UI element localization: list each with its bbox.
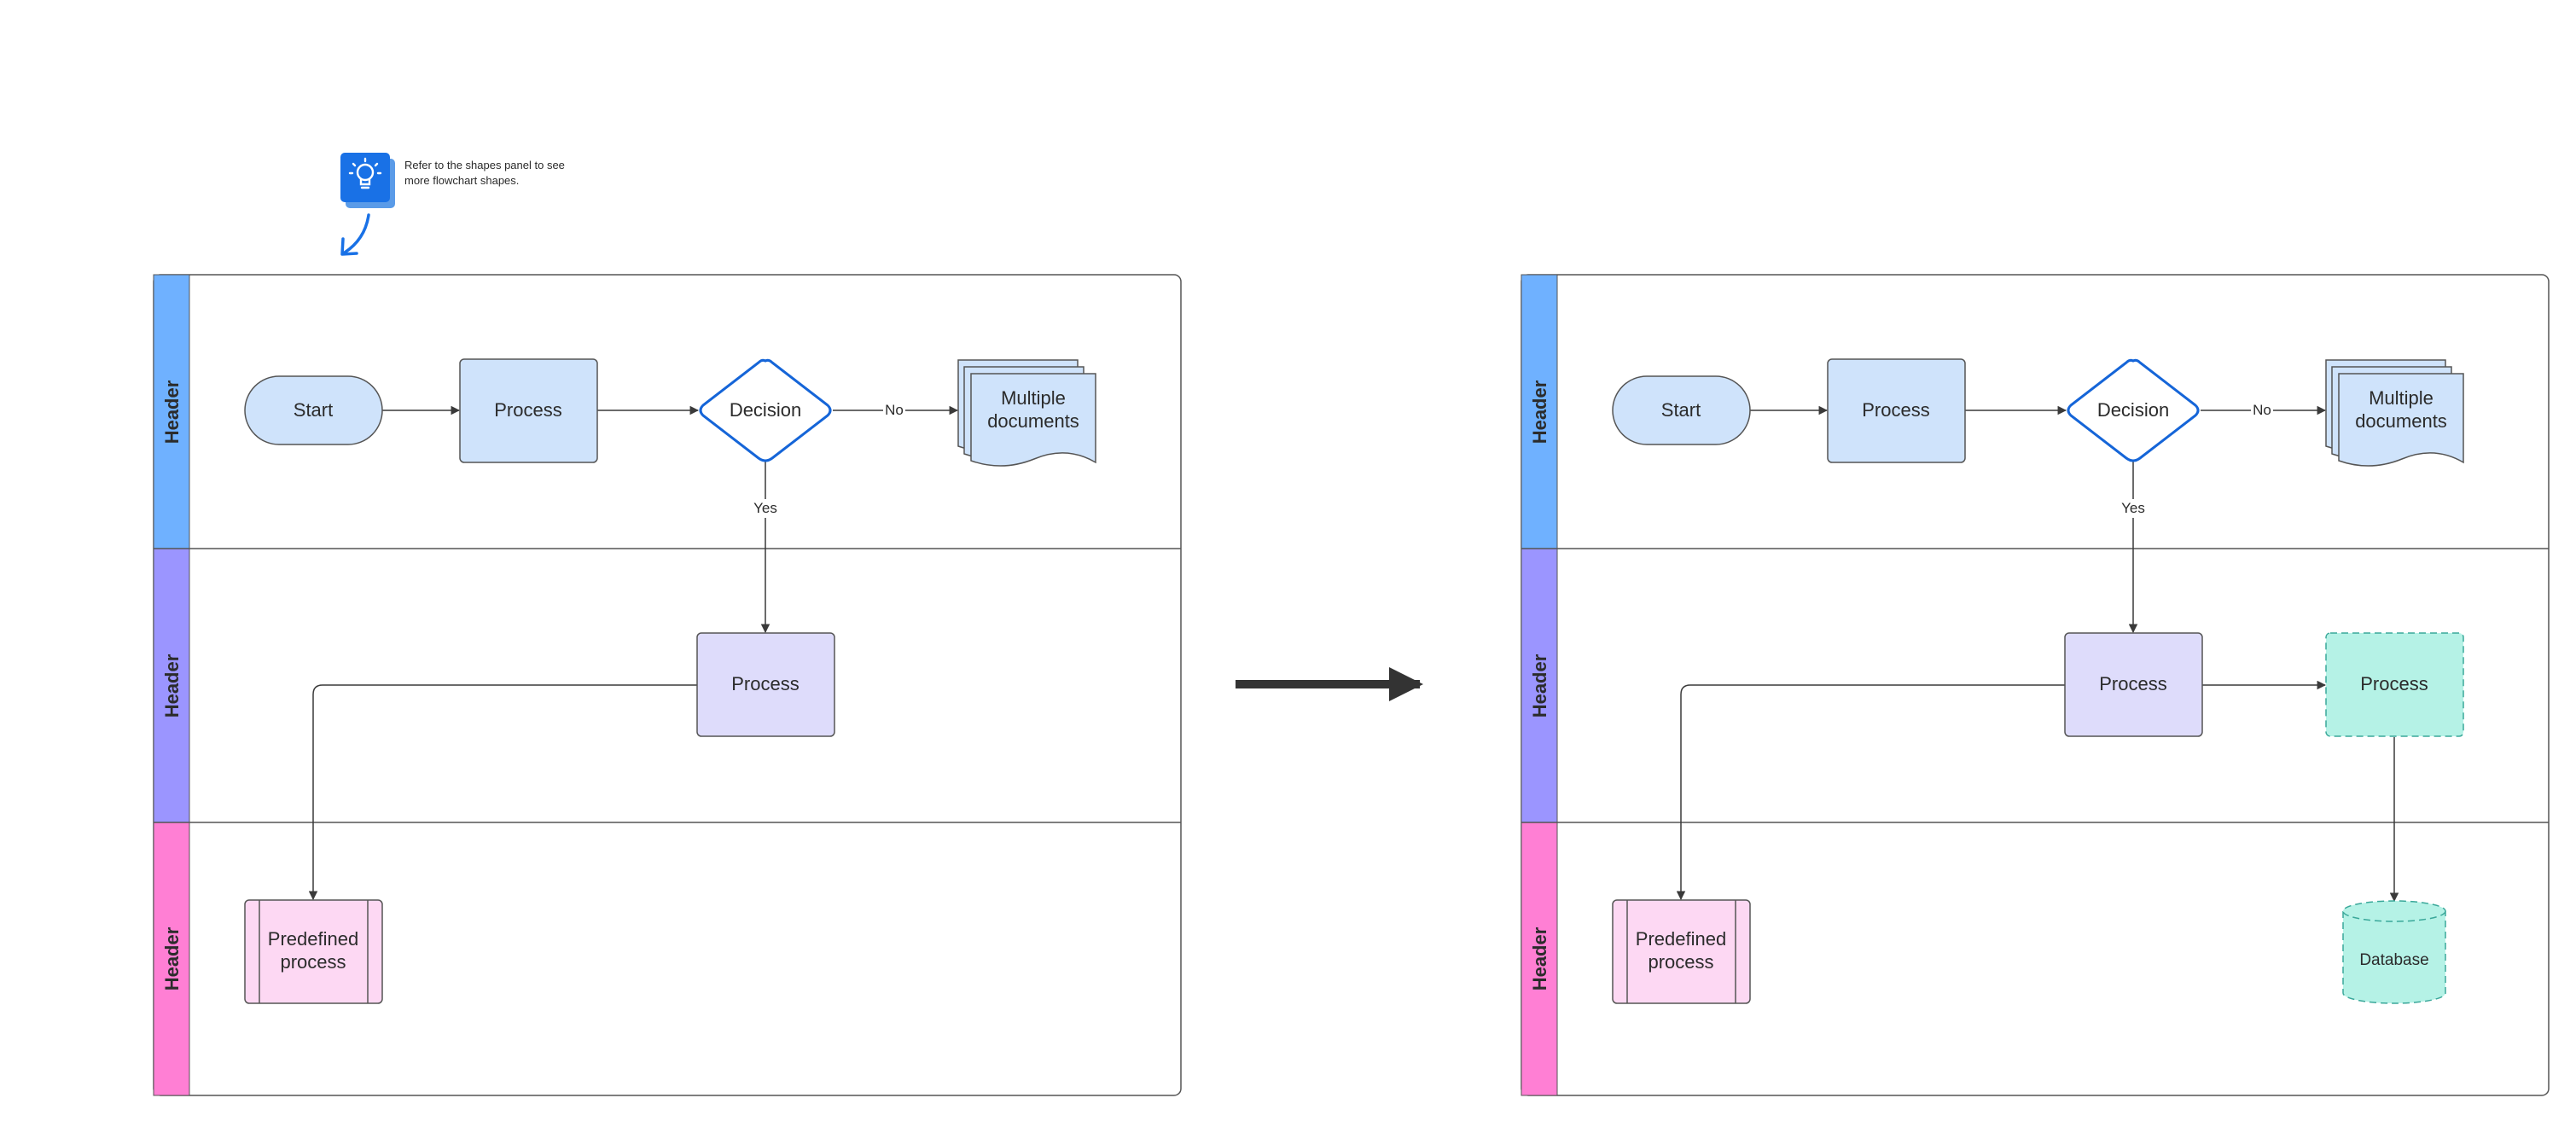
lightbulb-glyph: [348, 157, 382, 189]
lane-1-header-bar[interactable]: [153, 274, 190, 549]
process-label: Process: [1862, 399, 1929, 421]
process-box[interactable]: [696, 632, 835, 737]
before-diagram: Header Header Header No Yes Start Proces…: [153, 274, 1182, 1096]
predefined-label-line2: process: [280, 951, 346, 973]
no-label-bg: [2251, 401, 2273, 418]
tip-pointer-arrowhead: [340, 237, 358, 256]
no-label: No: [885, 402, 904, 418]
new-process-label: Process: [2360, 673, 2428, 694]
decision-diamond[interactable]: [699, 358, 832, 462]
decision-label: Decision: [2097, 399, 2169, 421]
process-label: Process: [731, 673, 799, 694]
predefined-process-shape[interactable]: [244, 899, 383, 1004]
yes-label: Yes: [753, 500, 777, 516]
yes-label-bg: [751, 499, 780, 518]
lane-1-header-label: Header: [1529, 380, 1550, 444]
tip-pointer-arrow: [343, 213, 370, 254]
lane-2-header-label: Header: [1529, 654, 1550, 717]
multiple-documents-shape[interactable]: [2325, 359, 2464, 467]
lane-1-header-bar[interactable]: [1521, 274, 1558, 549]
tip-text-line2: more flowchart shapes.: [404, 174, 519, 187]
predefined-label-line1: Predefined: [268, 928, 358, 950]
predefined-process-shape[interactable]: [1612, 899, 1751, 1004]
process-label: Process: [2099, 673, 2166, 694]
lane-2-header-bar[interactable]: [1521, 548, 1558, 823]
lightbulb-icon: [340, 153, 390, 202]
no-label-bg: [883, 401, 905, 418]
documents-label-line1: Multiple: [1001, 387, 1066, 409]
tip-text-line1: Refer to the shapes panel to see: [404, 159, 565, 171]
database-cylinder[interactable]: [2342, 900, 2446, 1004]
multiple-documents-shape[interactable]: [957, 359, 1096, 467]
yes-label-bg: [2119, 499, 2148, 518]
no-label: No: [2253, 402, 2271, 418]
decision-diamond[interactable]: [2067, 358, 2200, 462]
process-box[interactable]: [1827, 358, 1966, 463]
lane-3-header-bar[interactable]: [1521, 822, 1558, 1096]
connector-process-to-predefined[interactable]: [1676, 684, 2065, 901]
process-label: Process: [494, 399, 561, 421]
lane-3-header-label: Header: [161, 927, 183, 990]
process-box[interactable]: [2064, 632, 2203, 737]
lane-3-header-label: Header: [1529, 927, 1550, 990]
start-label: Start: [1661, 399, 1701, 421]
process-box[interactable]: [459, 358, 598, 463]
connector-process-to-predefined[interactable]: [308, 684, 697, 901]
tip-note: Refer to the shapes panel to see more fl…: [340, 153, 565, 256]
database-label: Database: [2359, 951, 2428, 969]
start-terminator[interactable]: [244, 375, 383, 445]
decision-label: Decision: [730, 399, 801, 421]
yes-label: Yes: [2121, 500, 2145, 516]
lane-1-header-label: Header: [161, 380, 183, 444]
start-terminator[interactable]: [1612, 375, 1751, 445]
predefined-label-line1: Predefined: [1636, 928, 1726, 950]
documents-label-line2: documents: [2355, 410, 2447, 432]
lane-2-header-label: Header: [161, 654, 183, 717]
new-process-box[interactable]: [2325, 632, 2464, 737]
documents-label-line2: documents: [987, 410, 1079, 432]
start-label: Start: [294, 399, 333, 421]
lane-3-header-bar[interactable]: [153, 822, 190, 1096]
documents-label-line1: Multiple: [2369, 387, 2434, 409]
predefined-label-line2: process: [1648, 951, 1713, 973]
lane-2-header-bar[interactable]: [153, 548, 190, 823]
after-diagram: Header Header Header No Yes Start Proces…: [1521, 274, 2550, 1096]
